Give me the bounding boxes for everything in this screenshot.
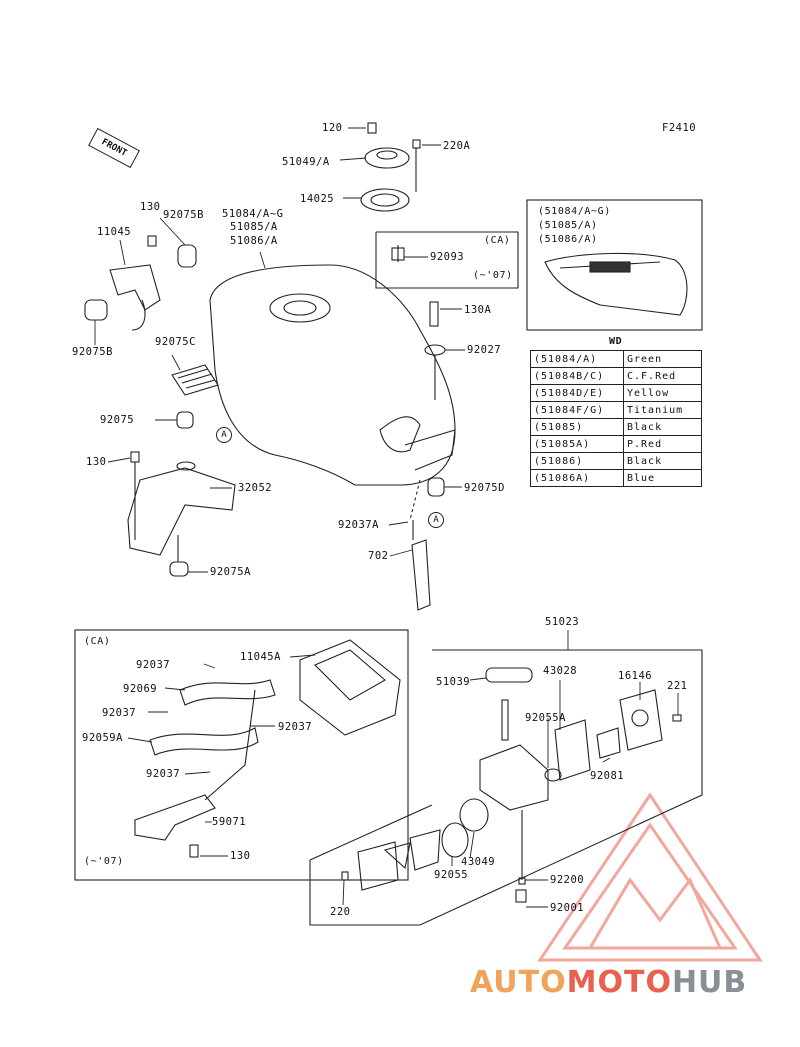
part-label: 92075D (464, 482, 505, 494)
part-label: 16146 (618, 670, 653, 682)
part-label: 59071 (212, 816, 247, 828)
table-cell: Green (623, 350, 702, 368)
watermark-triangle-logo (537, 792, 763, 962)
part-label: 92200 (550, 874, 585, 886)
part-label: 43049 (461, 856, 496, 868)
ca-box-note: (~'07) (473, 270, 513, 281)
part-label: 92001 (550, 902, 585, 914)
part-label: 92075 (100, 414, 135, 426)
part-label: 130 (140, 201, 161, 213)
decal-line: (51086/A) (538, 234, 598, 245)
table-cell: Yellow (623, 384, 702, 402)
table-row: (51084D/E)Yellow (530, 384, 702, 402)
table-row: (51086A)Blue (530, 469, 702, 487)
table-cell: (51084F/G) (530, 401, 624, 419)
drain-hose (409, 477, 445, 611)
watermark-part-2: MOTO (566, 965, 672, 1000)
leader-lines (94, 127, 679, 908)
fuel-filler-opening (269, 293, 331, 323)
ca-inset-note: (~'07) (84, 856, 124, 867)
decal-box (526, 199, 703, 331)
table-row: (51084B/C)C.F.Red (530, 367, 702, 385)
ca-inset-title: (CA) (84, 636, 111, 647)
part-label: 130 (230, 850, 251, 862)
rubber-pad (171, 364, 219, 396)
table-cell: Titanium (623, 401, 702, 419)
part-label: 51086/A (230, 235, 278, 247)
part-label: 221 (667, 680, 688, 692)
part-label: 92075B (72, 346, 113, 358)
part-label: 220 (330, 906, 351, 918)
fuel-tank (209, 264, 456, 486)
part-label: 14025 (300, 193, 335, 205)
table-cell: (51085A) (530, 435, 624, 453)
ca-box-title: (CA) (484, 235, 511, 246)
decal-line: (51085/A) (538, 220, 598, 231)
ca-box-top (375, 231, 519, 289)
part-label: 92037 (146, 768, 181, 780)
part-label: 92037 (136, 659, 171, 671)
table-row: (51084F/G)Titanium (530, 401, 702, 419)
table-cell: Blue (623, 469, 702, 487)
part-label: 92027 (467, 344, 502, 356)
part-label: 92037A (338, 519, 379, 531)
part-label: 92055A (525, 712, 566, 724)
part-label: 51049/A (282, 156, 330, 168)
part-label: 92075B (163, 209, 204, 221)
watermark-part-3: HUB (671, 965, 748, 1000)
connection-marker-a: A (428, 512, 444, 528)
table-cell: (51084/A) (530, 350, 624, 368)
part-label: 220A (443, 140, 471, 152)
part-label: 92037 (102, 707, 137, 719)
part-label: 92055 (434, 869, 469, 881)
table-row: (51086)Black (530, 452, 702, 470)
part-label: 120 (322, 122, 343, 134)
part-label: 51084/A~G (222, 208, 284, 220)
part-label: 92059A (82, 732, 123, 744)
decal-line: (51084/A~G) (538, 206, 611, 217)
ca-inset-box (74, 629, 409, 881)
ca-canister-parts (134, 639, 401, 858)
table-cell: (51085) (530, 418, 624, 436)
part-label: 51085/A (230, 221, 278, 233)
rear-bracket (84, 235, 197, 331)
part-label: 92075A (210, 566, 251, 578)
table-cell: P.Red (623, 435, 702, 453)
table-cell: C.F.Red (623, 367, 702, 385)
table-cell: (51084B/C) (530, 367, 624, 385)
part-label: 92081 (590, 770, 625, 782)
table-cell: (51086A) (530, 469, 624, 487)
part-label: 130A (464, 304, 492, 316)
part-label: 11045 (97, 226, 132, 238)
fuel-cock-box (309, 649, 703, 926)
wd-title: WD (609, 336, 623, 347)
part-label: 92075C (155, 336, 196, 348)
table-cell: Black (623, 452, 702, 470)
table-cell: Black (623, 418, 702, 436)
part-label: 32052 (238, 482, 273, 494)
table-row: (51084/A)Green (530, 350, 702, 368)
table-cell: (51084D/E) (530, 384, 624, 402)
table-row: (51085A)P.Red (530, 435, 702, 453)
table-row: (51085)Black (530, 418, 702, 436)
part-label: 92069 (123, 683, 158, 695)
part-label: 92037 (278, 721, 313, 733)
part-label: 51039 (436, 676, 471, 688)
part-label: 43028 (543, 665, 578, 677)
fuel-cock-parts (341, 667, 682, 903)
part-label: 51023 (545, 616, 580, 628)
connection-marker-a: A (216, 427, 232, 443)
part-label: 702 (368, 550, 389, 562)
table-cell: (51086) (530, 452, 624, 470)
watermark-text: AUTOMOTOHUB (470, 965, 747, 1000)
figure-code: F2410 (662, 122, 697, 134)
color-table: (51084/A)Green (51084B/C)C.F.Red (51084D… (530, 350, 702, 487)
part-label: 130 (86, 456, 107, 468)
part-label: 92093 (430, 251, 465, 263)
part-label: 11045A (240, 651, 281, 663)
watermark-part-1: AUTO (470, 965, 567, 1000)
